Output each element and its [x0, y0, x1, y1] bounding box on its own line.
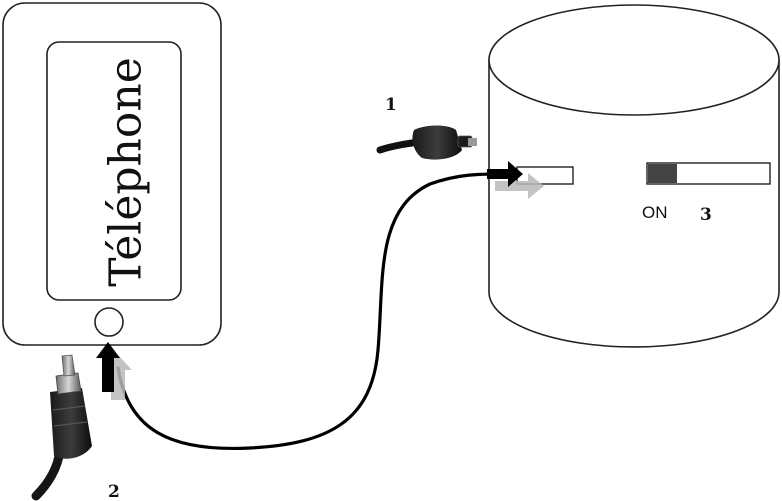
arrow-head-port: [487, 161, 523, 187]
switch-knob: [648, 164, 677, 183]
usb-plug-body: [412, 125, 462, 160]
arrow-icon: [96, 342, 132, 400]
cylinder-device: ON: [488, 4, 780, 348]
jack-plug-icon: [31, 354, 92, 501]
arrow-head-phone: [96, 342, 120, 392]
jack-plug-ridge: [52, 405, 86, 411]
phone-label: Téléphone: [101, 57, 152, 286]
power-switch: [646, 162, 771, 185]
switch-track: [646, 162, 771, 185]
step-number-2: 2: [108, 482, 120, 501]
arrow-shadow: [495, 173, 544, 199]
usb-plug-cable: [376, 138, 422, 154]
step-number-3: 3: [700, 205, 712, 225]
jack-plug-collar: [55, 372, 82, 395]
jack-plug-pin: [61, 354, 76, 377]
arrow-icon: [487, 161, 544, 199]
usb-cable: [116, 172, 502, 451]
cylinder-body: [488, 60, 780, 348]
usb-plug-connector: [468, 138, 477, 146]
phone-screen: [46, 41, 182, 301]
step-number-1: 1: [385, 95, 397, 115]
usb-plug-icon: [376, 125, 477, 160]
phone: Téléphone: [2, 2, 222, 346]
switch-on-label: ON: [642, 203, 668, 222]
phone-home-button: [94, 307, 124, 337]
jack-plug-ridge: [53, 421, 88, 427]
cylinder-top: [488, 4, 780, 116]
